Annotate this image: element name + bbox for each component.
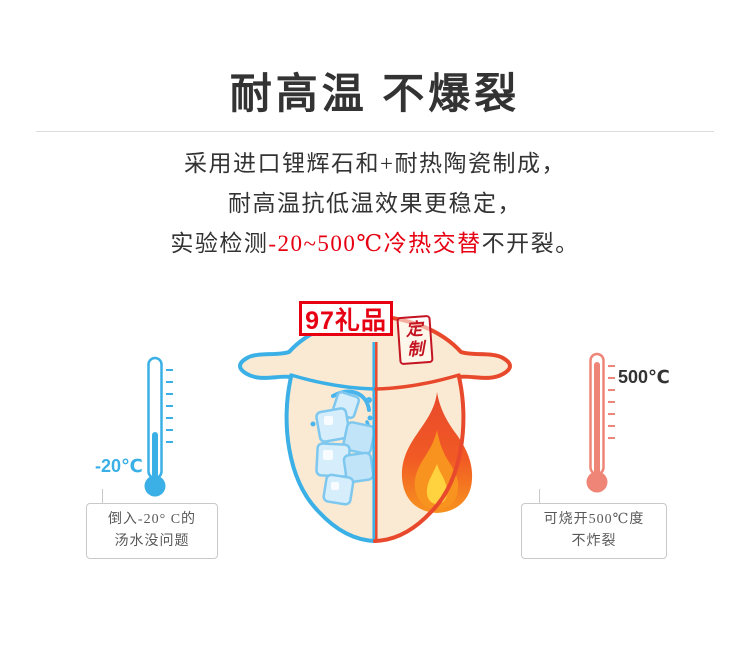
custom-seal-stamp: 定 制 <box>396 314 434 366</box>
hot-note-box: 可烧开500℃度 不炸裂 <box>521 503 667 559</box>
hot-temp-label: 500℃ <box>618 367 670 387</box>
description-line-1: 采用进口锂辉石和+耐热陶瓷制成， <box>184 151 566 176</box>
description-line-3-suffix: 不开裂。 <box>481 231 580 256</box>
cold-note-line-1: 倒入-20° C的 <box>107 512 197 527</box>
title-divider <box>36 131 714 132</box>
cold-note-box: 倒入-20° C的 汤水没问题 <box>86 503 218 559</box>
ice-cubes-icon <box>315 390 376 506</box>
pot-divider <box>372 342 378 539</box>
pot-illustration <box>238 314 512 543</box>
temperature-range-highlight: -20~500℃冷热交替 <box>268 231 482 256</box>
thermometer-cold-icon <box>144 356 173 497</box>
product-description: 采用进口锂辉石和+耐热陶瓷制成， 耐高温抗低温效果更稳定， 实验检测-20~50… <box>0 151 750 271</box>
pot-outline-cold <box>238 314 377 543</box>
seal-char-1: 定 <box>405 319 424 340</box>
pointer-line-cold <box>102 489 103 503</box>
page-title: 耐高温 不爆裂 <box>229 72 521 118</box>
description-line-3: 实验检测-20~500℃冷热交替不开裂。 <box>0 231 750 257</box>
hot-note-line-2: 不炸裂 <box>571 534 617 549</box>
thermometer-hot-icon <box>586 352 615 493</box>
brand-logo: 97礼品 <box>299 301 393 336</box>
brand-logo-label: 97礼品 <box>305 306 387 335</box>
pot-outline-hot <box>373 314 512 543</box>
pointer-line-hot <box>539 489 540 503</box>
hot-note-line-1: 可烧开500℃度 <box>543 512 645 527</box>
description-line-3-prefix: 实验检测 <box>170 231 269 256</box>
cold-temp-label: -20℃ <box>95 456 143 476</box>
cold-note-line-2: 汤水没问题 <box>114 534 190 549</box>
seal-char-2: 制 <box>406 339 425 360</box>
description-line-2: 耐高温抗低温效果更稳定， <box>228 191 522 216</box>
